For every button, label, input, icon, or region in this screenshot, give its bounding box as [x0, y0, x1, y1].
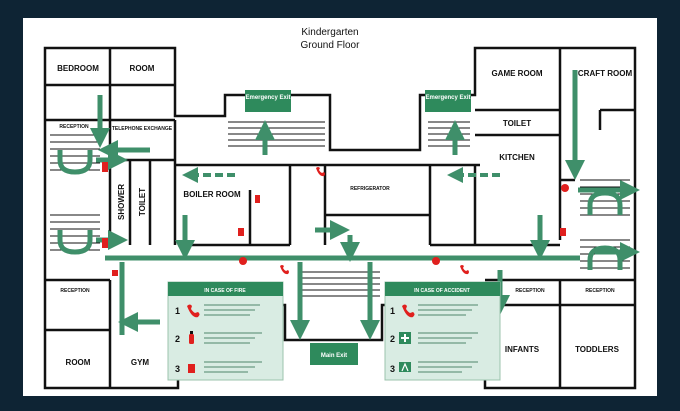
room-toddlers: TODDLERS — [575, 345, 620, 354]
fire-alarm-icon — [112, 270, 118, 276]
room-labels: BEDROOM ROOM RECEPTION TELEPHONE EXCHANG… — [57, 64, 632, 367]
main-exit-label: Main Exit — [321, 353, 347, 359]
emergency-exit-left — [245, 90, 291, 112]
plan-frame — [23, 18, 657, 396]
accident-panel-text-lines — [418, 304, 478, 373]
emergency-exit-right — [425, 90, 471, 112]
room-reception-left: RECEPTION — [59, 124, 89, 130]
fire-extinguisher-icon — [238, 228, 244, 236]
room-infants: INFANTS — [505, 345, 540, 354]
fire-alarm-icon — [561, 184, 569, 192]
fire-extinguisher-icon — [102, 238, 108, 248]
room-telephone-exchange: TELEPHONE EXCHANGE — [112, 126, 173, 132]
fire-extinguisher-icon — [255, 195, 260, 203]
accident-step-1: 1 — [390, 306, 395, 316]
room-toilet-right: TOILET — [503, 119, 531, 128]
phone-icon — [402, 304, 415, 318]
accident-panel-header — [385, 282, 500, 296]
room-bedroom: BEDROOM — [57, 64, 99, 73]
fire-step-2: 2 — [175, 334, 180, 344]
fire-extinguisher-icon — [189, 331, 194, 344]
emergency-exit-right-label: Emergency Exit — [425, 95, 470, 101]
fire-panel-heading: IN CASE OF FIRE — [204, 288, 246, 294]
exit-signs: Emergency Exit Emergency Exit Main Exit — [245, 90, 471, 365]
room-reception-lower-left: RECEPTION — [60, 288, 90, 294]
phone-icon — [460, 265, 469, 275]
fire-extinguisher-icon — [560, 228, 566, 236]
fire-alarm-icon — [432, 257, 440, 265]
phone-icon — [280, 265, 289, 275]
evacuation-routes — [57, 70, 640, 340]
room-gym: GYM — [131, 358, 150, 367]
accident-step-2: 2 — [390, 334, 395, 344]
accident-panel-heading: IN CASE OF ACCIDENT — [414, 288, 470, 294]
room-kitchen: KITCHEN — [499, 153, 535, 162]
fire-panel-text-lines — [204, 304, 262, 373]
exit-person-icon — [399, 362, 411, 372]
fire-step-1: 1 — [175, 306, 180, 316]
accident-step-3: 3 — [390, 364, 395, 374]
room-boiler: BOILER ROOM — [183, 190, 241, 199]
fire-panel-bg — [167, 281, 284, 381]
room-toilet-left: TOILET — [138, 188, 147, 216]
room-reception-center-right: RECEPTION — [515, 288, 545, 294]
fire-panel-header — [168, 282, 283, 296]
room-game: GAME ROOM — [491, 69, 542, 78]
room-bottom: ROOM — [66, 358, 91, 367]
accident-panel: IN CASE OF ACCIDENT 1 2 3 — [384, 281, 501, 381]
fire-alarm-icon — [188, 364, 195, 373]
title-line2: Ground Floor — [301, 40, 361, 51]
main-exit — [310, 343, 358, 365]
safety-markers — [102, 162, 569, 276]
fire-alarm-icon — [239, 257, 247, 265]
walls — [43, 46, 637, 390]
room-shower: SHOWER — [117, 184, 126, 220]
emergency-exit-left-label: Emergency Exit — [245, 95, 290, 101]
fire-step-3: 3 — [175, 364, 180, 374]
room-reception-right: RECEPTION — [585, 288, 615, 294]
title-line1: Kindergarten — [301, 27, 358, 38]
phone-icon — [316, 167, 325, 177]
room-craft: CRAFT ROOM — [578, 69, 633, 78]
fire-extinguisher-icon — [102, 162, 108, 172]
phone-icon — [187, 304, 200, 318]
fire-panel: IN CASE OF FIRE 1 2 3 — [167, 281, 284, 381]
room-top: ROOM — [130, 64, 155, 73]
first-aid-icon — [399, 332, 411, 344]
room-refrigerator: REFRIGERATOR — [350, 186, 390, 192]
